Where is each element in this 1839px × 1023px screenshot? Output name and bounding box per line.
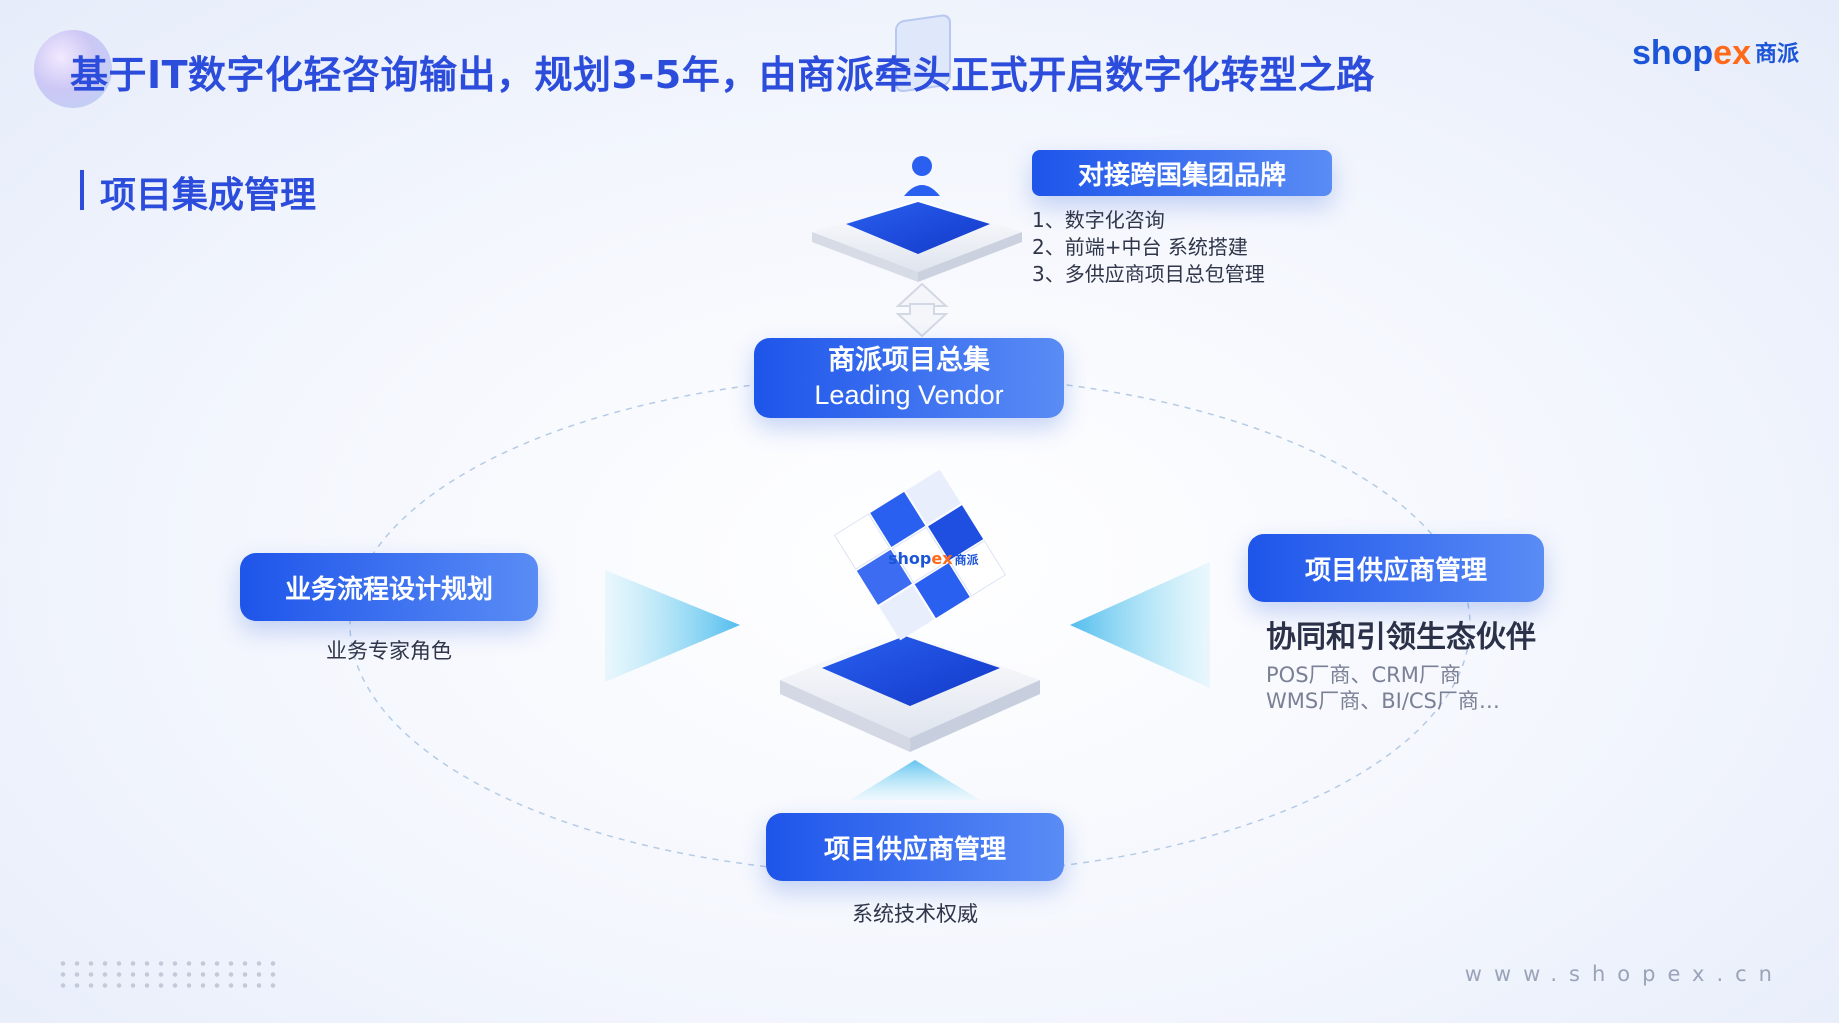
right-vendor-line: WMS厂商、BI/CS厂商…	[1266, 689, 1500, 713]
right-pill: 项目供应商管理	[1248, 534, 1544, 602]
up-triangle-icon	[850, 760, 980, 800]
right-vendor-list: POS厂商、CRM厂商 WMS厂商、BI/CS厂商…	[1266, 662, 1500, 714]
cube-icon	[780, 469, 1040, 752]
right-triangle-icon	[1070, 562, 1210, 688]
center-pill-line2: Leading Vendor	[814, 380, 1004, 410]
title-orb-decoration	[34, 30, 112, 108]
double-arrow-icon	[895, 282, 949, 338]
section-accent-bar	[80, 170, 84, 210]
top-list: 1、数字化咨询 2、前端+中台 系统搭建 3、多供应商项目总包管理	[1032, 207, 1265, 288]
bottom-caption: 系统技术权威	[852, 902, 978, 926]
section-title: 项目集成管理	[100, 175, 317, 216]
left-triangle-icon	[605, 570, 740, 682]
orbit-ellipse	[349, 374, 1471, 876]
right-vendor-line: POS厂商、CRM厂商	[1266, 663, 1461, 687]
right-headline: 协同和引领生态伙伴	[1266, 620, 1536, 655]
left-caption: 业务专家角色	[326, 639, 452, 663]
user-card-icon	[812, 14, 1022, 282]
top-pill: 对接跨国集团品牌	[1032, 150, 1332, 196]
top-list-item: 2、前端+中台 系统搭建	[1032, 235, 1248, 259]
logo-text-x: ex	[1713, 34, 1751, 72]
logo-text-main: shop	[1631, 34, 1714, 72]
left-pill: 业务流程设计规划	[240, 553, 538, 621]
page-title: 基于IT数字化轻咨询输出，规划3-5年，由商派牵头正式开启数字化转型之路	[70, 53, 1375, 97]
website-url: www.shopex.cn	[1464, 962, 1784, 986]
logo-text-cn: 商派	[1754, 41, 1799, 66]
dot-grid-decoration	[56, 958, 276, 992]
top-list-item: 3、多供应商项目总包管理	[1032, 262, 1265, 286]
center-pill-line1: 商派项目总集	[828, 345, 990, 376]
cube-logo-main: shop	[888, 549, 932, 568]
cube-logo-x: ex	[931, 549, 953, 568]
center-pill: 商派项目总集 Leading Vendor	[754, 338, 1064, 418]
top-list-item: 1、数字化咨询	[1032, 208, 1165, 232]
bottom-pill: 项目供应商管理	[766, 813, 1064, 881]
cube-logo-cn: 商派	[954, 553, 979, 567]
